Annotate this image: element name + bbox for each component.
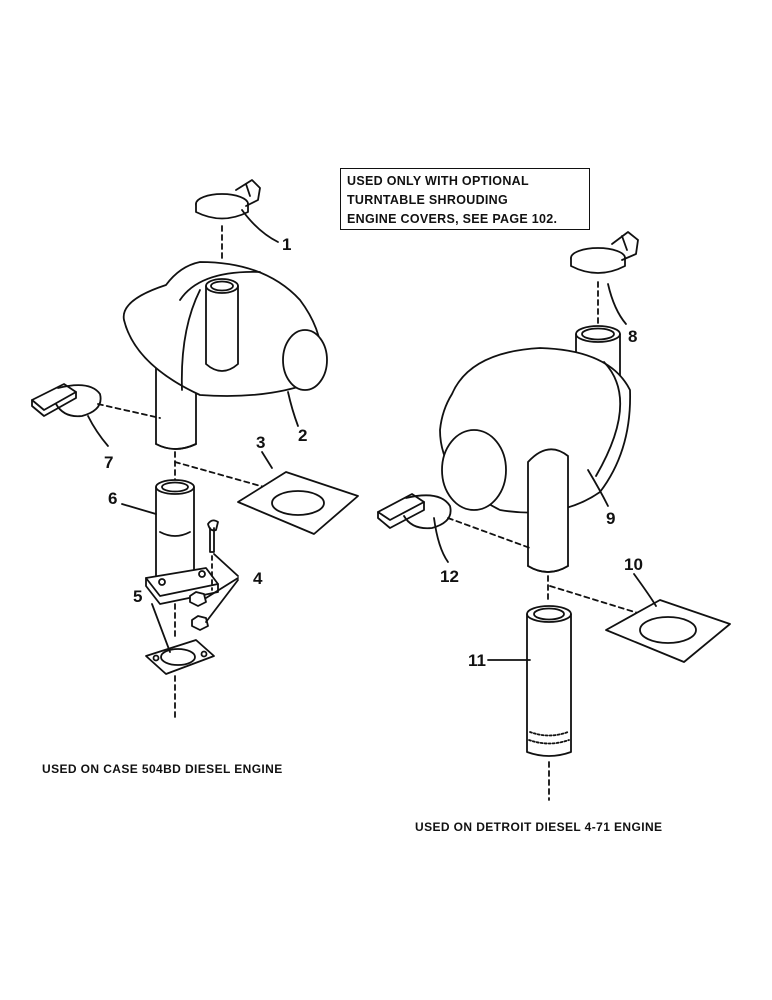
callout-10: 10 xyxy=(624,555,643,574)
caption-detroit-engine: USED ON DETROIT DIESEL 4-71 ENGINE xyxy=(415,820,663,834)
usage-note-box: USED ONLY WITH OPTIONAL TURNTABLE SHROUD… xyxy=(340,168,590,230)
callout-11: 11 xyxy=(468,651,486,670)
callout-3: 3 xyxy=(256,433,265,452)
muffler-icon xyxy=(122,261,328,450)
callout-9: 9 xyxy=(606,509,615,528)
muffler-icon xyxy=(439,325,631,573)
u-clamp-icon xyxy=(377,493,452,530)
bolt-nut-icon xyxy=(189,519,219,631)
u-clamp-icon xyxy=(31,383,102,418)
note-line-1: USED ONLY WITH OPTIONAL xyxy=(347,174,529,188)
callout-12: 12 xyxy=(440,567,459,586)
gasket-icon xyxy=(605,599,731,663)
exhaust-pipe-icon xyxy=(526,605,572,757)
callout-2: 2 xyxy=(298,426,307,445)
callout-8: 8 xyxy=(628,327,637,346)
callout-6: 6 xyxy=(108,489,117,508)
note-line-2: TURNTABLE SHROUDING xyxy=(347,193,509,207)
callout-5: 5 xyxy=(133,587,142,606)
flange-gasket-icon xyxy=(145,639,215,675)
callout-4: 4 xyxy=(253,569,263,588)
exhaust-pipe-icon xyxy=(145,479,219,605)
note-line-3: ENGINE COVERS, SEE PAGE 102. xyxy=(347,212,558,226)
rain-cap-icon xyxy=(570,231,639,274)
callout-7: 7 xyxy=(104,453,113,472)
gasket-icon xyxy=(237,471,359,535)
caption-case-engine: USED ON CASE 504BD DIESEL ENGINE xyxy=(42,762,283,776)
callout-1: 1 xyxy=(282,235,291,254)
rain-cap-icon xyxy=(195,179,261,220)
